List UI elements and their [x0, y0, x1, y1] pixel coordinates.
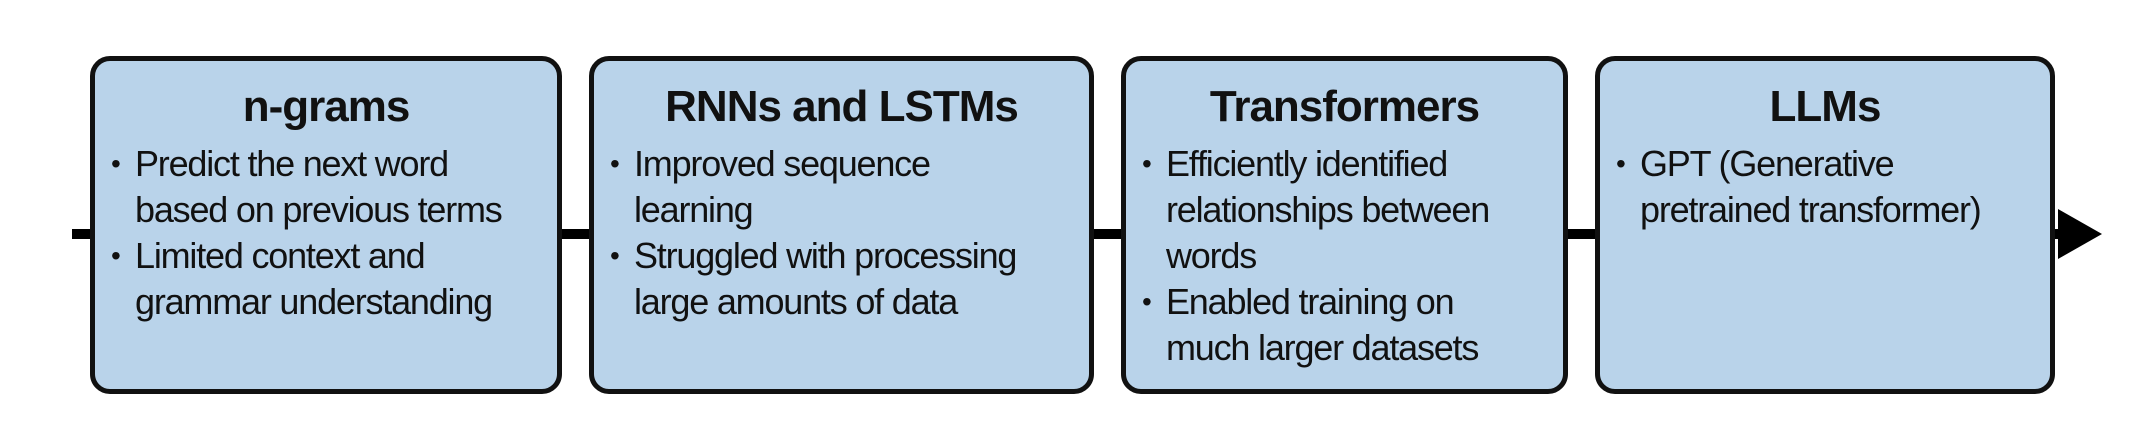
bullet-line: Improved sequence: [634, 143, 931, 184]
bullet-item: Improved sequence learning: [608, 141, 1075, 233]
bullet-line: Enabled training on: [1166, 281, 1455, 322]
stage-box-n-grams: n-grams Predict the next word based on p…: [90, 56, 562, 394]
bullet-list: Predict the next word based on previous …: [109, 141, 543, 325]
bullet-line: large amounts of data: [634, 281, 958, 322]
stage-box-transformers: Transformers Efficiently identified rela…: [1121, 56, 1568, 394]
bullet-line: Struggled with processing: [634, 235, 1017, 276]
bullet-line: learning: [634, 189, 754, 230]
bullet-line: much larger datasets: [1166, 327, 1479, 368]
bullet-item: Limited context and grammar understandin…: [109, 233, 543, 325]
bullet-item: Predict the next word based on previous …: [109, 141, 543, 233]
stage-box-llms: LLMs GPT (Generative pretrained transfor…: [1595, 56, 2055, 394]
stage-title: Transformers: [1209, 82, 1480, 131]
bullet-line: relationships between: [1166, 189, 1490, 230]
stage-title: LLMs: [1769, 82, 1882, 131]
bullet-list: Efficiently identified relationships bet…: [1140, 141, 1549, 371]
bullet-item: Struggled with processing large amounts …: [608, 233, 1075, 325]
bullet-item: Enabled training on much larger datasets: [1140, 279, 1549, 371]
stage-box-rnns-and-lstms: RNNs and LSTMs Improved sequence learnin…: [589, 56, 1094, 394]
bullet-list: GPT (Generative pretrained transformer): [1614, 141, 2036, 233]
bullet-line: based on previous terms: [135, 189, 503, 230]
bullet-line: Predict the next word: [135, 143, 449, 184]
bullet-line: pretrained transformer): [1640, 189, 1982, 230]
bullet-line: Limited context and: [135, 235, 426, 276]
bullet-item: Efficiently identified relationships bet…: [1140, 141, 1549, 279]
arrow-right-icon: [2058, 209, 2102, 259]
bullet-item: GPT (Generative pretrained transformer): [1614, 141, 2036, 233]
stage-title: n-grams: [242, 82, 411, 131]
stage-title: RNNs and LSTMs: [665, 82, 1019, 131]
bullet-line: Efficiently identified: [1166, 143, 1448, 184]
bullet-list: Improved sequence learning Struggled wit…: [608, 141, 1075, 325]
bullet-line: GPT (Generative: [1640, 143, 1895, 184]
bullet-line: grammar understanding: [135, 281, 493, 322]
bullet-line: words: [1166, 235, 1257, 276]
